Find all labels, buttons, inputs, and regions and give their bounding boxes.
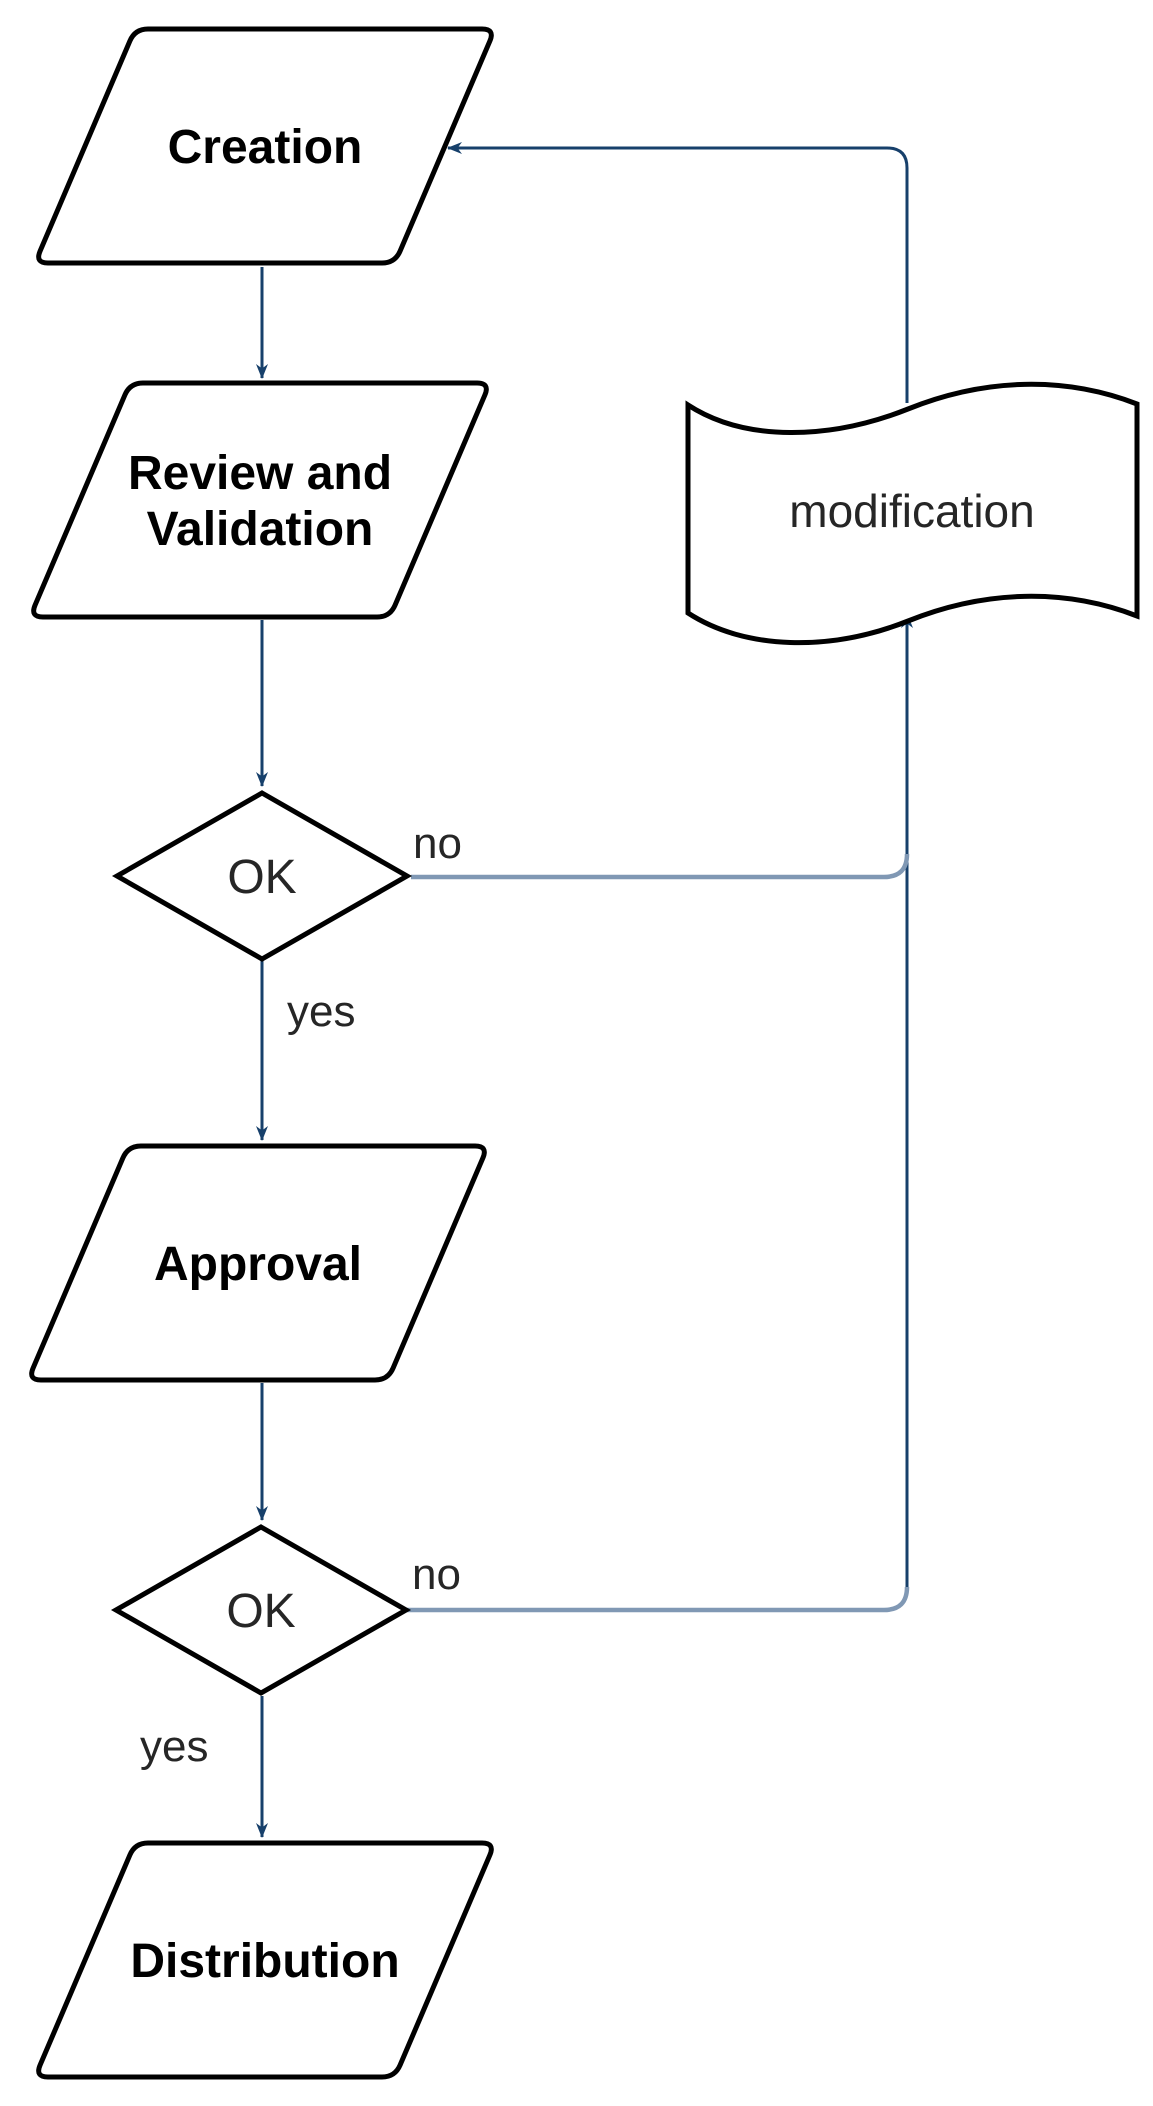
distribution-node: Distribution [39,1843,492,2077]
modification-node: modification [685,381,1140,646]
creation-node: Creation [39,29,492,263]
decision1-node: OK [117,793,407,959]
decision1-node-label: OK [227,851,296,904]
approval-node: Approval [32,1146,485,1380]
review-node: Review and Validation [34,383,487,617]
edge-label-yes-decision2: yes [140,1722,208,1771]
approval-node-label: Approval [154,1238,362,1291]
review-node-label-line2: Validation [147,503,374,556]
distribution-node-label: Distribution [130,1935,399,1988]
edge-label-yes-decision1: yes [287,987,355,1036]
arrow-modification-to-creation [447,142,909,403]
edge-no-decision2 [407,1586,910,1613]
modification-node-shape [685,381,1140,646]
review-node-shape [34,383,487,617]
decision2-node-label: OK [226,1585,295,1638]
edge-label-no-decision2: no [412,1550,461,1599]
edge-label-no-decision1: no [413,819,462,868]
edge-no-decision1 [411,853,910,880]
modification-node-label: modification [789,485,1034,537]
decision2-node: OK [116,1527,406,1693]
creation-node-label: Creation [168,121,363,174]
review-node-label-line1: Review and [128,447,392,500]
